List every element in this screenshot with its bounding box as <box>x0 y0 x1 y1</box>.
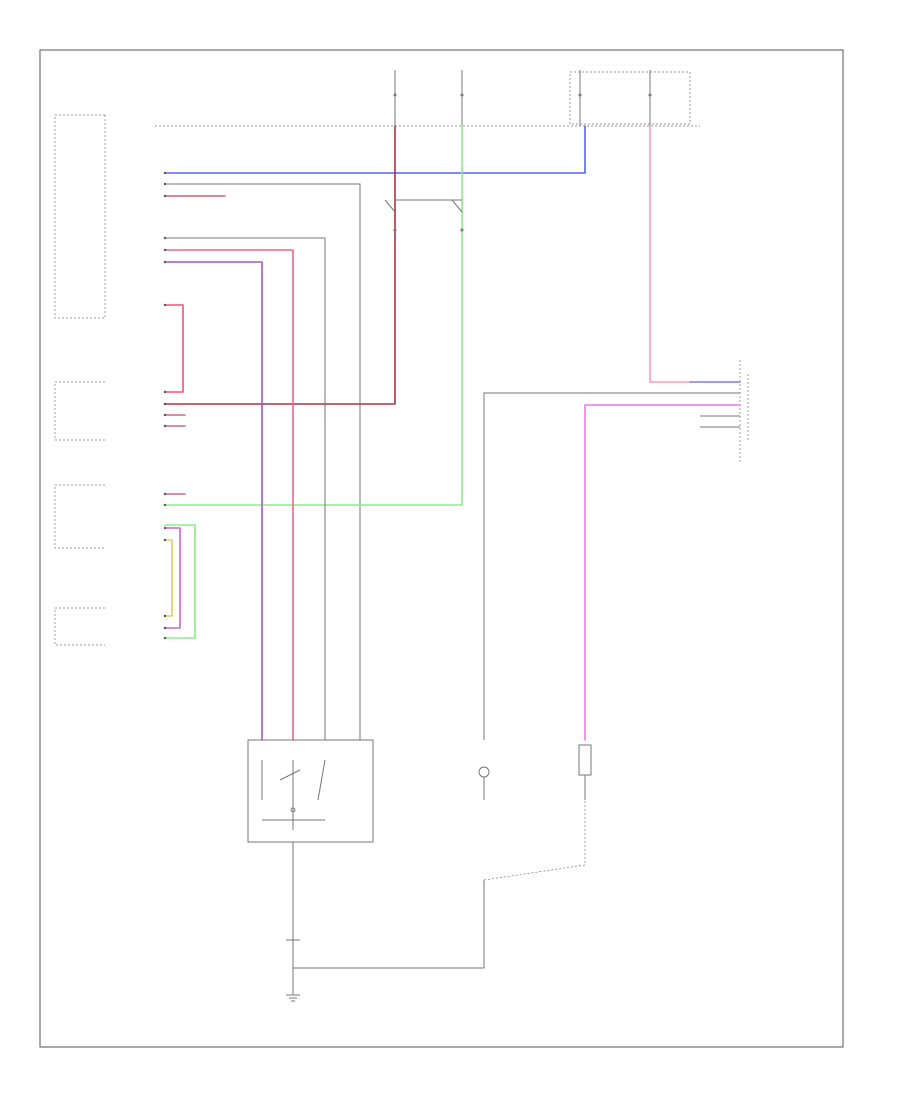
wire-magenta-pump <box>584 404 741 741</box>
wire-gray-controller <box>483 392 740 740</box>
wire-pink-motor <box>164 249 294 741</box>
washer-motor-symbol <box>478 766 490 800</box>
wire-yellow-rain <box>164 539 173 617</box>
wire-blue-top <box>164 125 586 174</box>
rain-sensor-outline <box>54 607 105 646</box>
front-wiper-motor-box <box>247 739 374 843</box>
wire-lightpink-controller <box>649 125 741 383</box>
ground-icon <box>286 985 300 1002</box>
top-fuse-stubs <box>393 70 652 126</box>
ignition-switch-outline <box>54 381 105 441</box>
wiper-motor-switches <box>261 759 326 830</box>
wire-purple-motor <box>164 261 263 741</box>
relay-switch-top <box>384 199 464 232</box>
wire-green <box>164 125 463 506</box>
wire-ground-washer <box>293 880 485 969</box>
wire-pink-loop <box>164 304 184 393</box>
wire-ground-pump <box>483 800 586 881</box>
wire-green-loop <box>164 524 196 639</box>
diagram-frame <box>39 49 844 1048</box>
wire-gray-motor-1 <box>165 237 326 740</box>
windshield-ecu-outline <box>54 484 105 549</box>
wire-darkred-ignition <box>164 125 396 405</box>
passenger-body-ecu-outline <box>54 114 105 319</box>
wire-gray-row2 <box>165 183 361 740</box>
washer-pump-symbol <box>578 744 592 800</box>
wire-purple-rain <box>164 527 181 629</box>
engine-room-jb-outline <box>569 71 691 125</box>
connector-pins-left <box>163 171 167 640</box>
